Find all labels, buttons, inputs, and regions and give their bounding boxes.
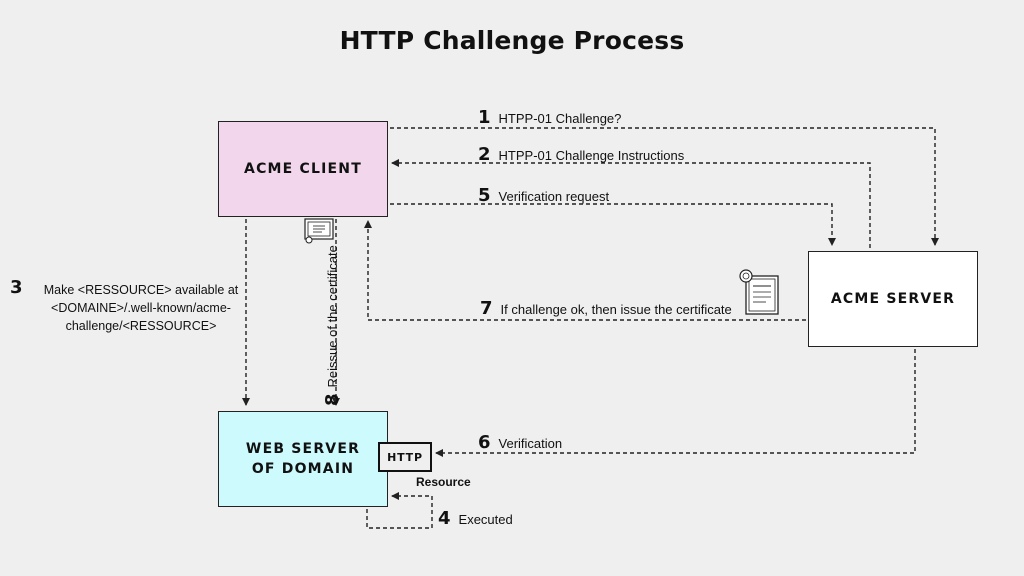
acme-server-node: ACME SERVER — [808, 251, 978, 347]
step-number: 4 — [438, 508, 451, 529]
step-number: 2 — [478, 144, 491, 165]
step-number: 5 — [478, 185, 491, 206]
step-text: Verification — [498, 436, 563, 451]
step-number: 1 — [478, 107, 491, 128]
certificate-icon — [738, 268, 780, 321]
arrow-step-7 — [364, 220, 806, 321]
step-2-label: 2 HTPP-01 Challenge Instructions — [478, 144, 684, 165]
web-server-node: WEB SERVER OF DOMAIN — [218, 411, 388, 507]
step-text: Executed — [458, 512, 513, 527]
arrow-step-6 — [435, 349, 916, 457]
step-8-label: 8 Reissue of the certificate — [322, 245, 343, 406]
arrow-step-5 — [390, 203, 836, 246]
step-3-text: Make <RESSOURCE> available at <DOMAINE>/… — [43, 283, 239, 333]
step-number: 6 — [478, 432, 491, 453]
arrow-step-2 — [391, 159, 871, 248]
resource-label: Resource — [416, 475, 471, 489]
arrow-step-1 — [390, 127, 939, 246]
step-3-number: 3 — [10, 277, 23, 298]
step-4-label: 4 Executed — [438, 508, 513, 529]
step-5-label: 5 Verification request — [478, 185, 609, 206]
step-7-label: 7 If challenge ok, then issue the certif… — [480, 298, 732, 319]
step-text: Verification request — [498, 189, 610, 204]
http-resource-box: HTTP — [378, 442, 432, 472]
step-text: HTPP-01 Challenge Instructions — [498, 148, 685, 163]
step-6-label: 6 Verification — [478, 432, 562, 453]
step-text: If challenge ok, then issue the certific… — [500, 302, 732, 317]
page-title: HTTP Challenge Process — [339, 26, 685, 55]
step-text: HTPP-01 Challenge? — [498, 111, 622, 126]
step-1-label: 1 HTPP-01 Challenge? — [478, 107, 621, 128]
step-number: 7 — [480, 298, 493, 319]
step-number: 8 — [322, 393, 343, 406]
step-text: Reissue of the certificate — [325, 245, 340, 388]
certificate-icon — [304, 218, 334, 249]
acme-client-node: ACME CLIENT — [218, 121, 388, 217]
arrow-step-4 — [366, 492, 433, 529]
